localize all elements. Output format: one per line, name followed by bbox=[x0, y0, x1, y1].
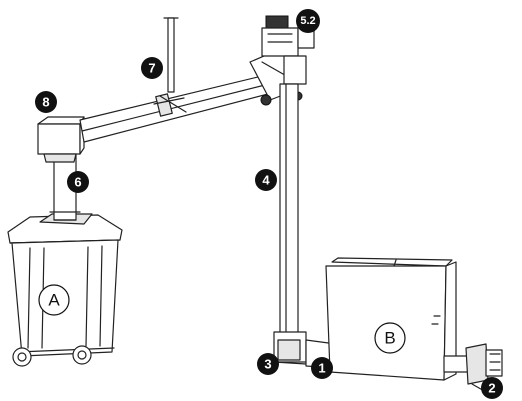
container-label-B: B bbox=[374, 322, 406, 354]
container-label-B-text: B bbox=[384, 329, 395, 348]
callout-3: 3 bbox=[257, 353, 279, 375]
callout-1: 1 bbox=[311, 357, 333, 379]
suction-head-box bbox=[37, 116, 85, 163]
callout-8-text: 8 bbox=[42, 95, 49, 110]
callout-6: 6 bbox=[67, 171, 89, 193]
support-rod bbox=[153, 17, 187, 113]
callout-2-text: 2 bbox=[488, 381, 495, 396]
hopper-tank bbox=[325, 257, 457, 381]
callout-5-2-text: 5.2 bbox=[300, 15, 315, 27]
callout-4-text: 4 bbox=[262, 173, 270, 188]
callout-6-text: 6 bbox=[74, 175, 81, 190]
container-label-A: A bbox=[38, 284, 70, 316]
callout-7: 7 bbox=[141, 57, 163, 79]
vertical-column bbox=[279, 83, 299, 337]
callout-2: 2 bbox=[481, 377, 503, 399]
outlet-fitting bbox=[443, 343, 503, 393]
callout-7-text: 7 bbox=[148, 61, 155, 76]
callout-3-text: 3 bbox=[264, 357, 271, 372]
callout-8: 8 bbox=[35, 91, 57, 113]
callout-1-text: 1 bbox=[318, 361, 325, 376]
callout-4: 4 bbox=[255, 169, 277, 191]
container-label-A-text: A bbox=[48, 291, 60, 310]
callout-5-2: 5.2 bbox=[296, 9, 320, 33]
